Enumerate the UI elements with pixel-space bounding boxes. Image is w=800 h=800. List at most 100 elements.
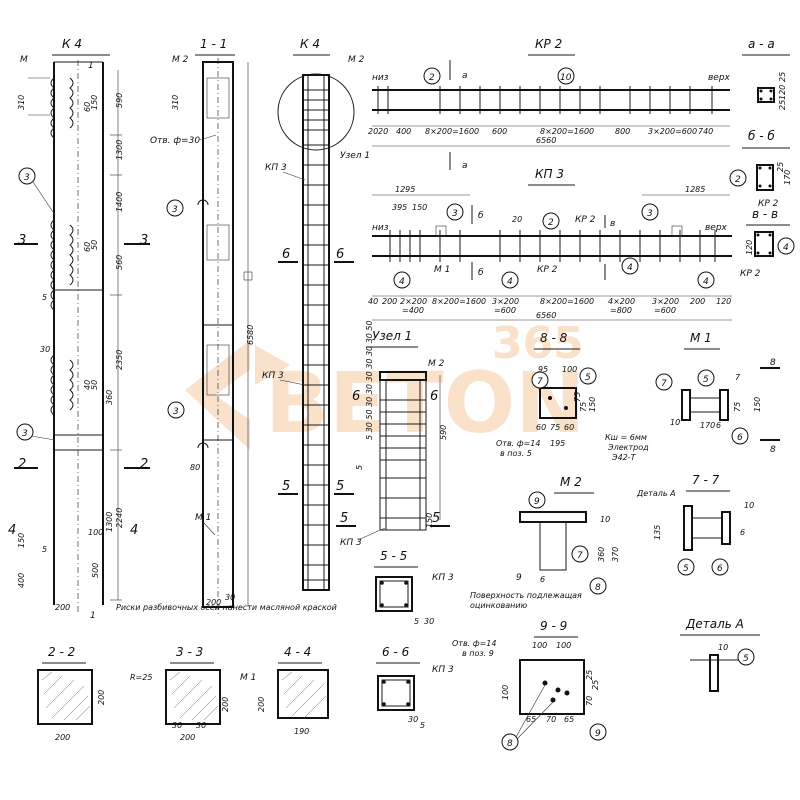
svg-text:2 - 2: 2 - 2 xyxy=(48,645,75,659)
svg-text:3×200: 3×200 xyxy=(492,297,519,306)
svg-text:а - а: а - а xyxy=(748,37,775,51)
svg-text:5: 5 xyxy=(683,564,689,574)
svg-text:200: 200 xyxy=(55,603,70,612)
svg-text:100: 100 xyxy=(556,641,571,650)
svg-text:4: 4 xyxy=(507,277,513,287)
svg-text:б - б: б - б xyxy=(748,129,775,143)
svg-text:в поз. 5: в поз. 5 xyxy=(500,449,532,458)
svg-text:10: 10 xyxy=(718,643,728,652)
svg-text:8×200=1600: 8×200=1600 xyxy=(425,127,479,136)
svg-text:30: 30 xyxy=(172,721,182,730)
svg-text:5: 5 xyxy=(282,479,290,494)
svg-text:360: 360 xyxy=(597,547,606,562)
svg-text:60: 60 xyxy=(536,423,546,432)
svg-text:395: 395 xyxy=(392,203,407,212)
svg-text:Деталь А: Деталь А xyxy=(636,489,676,498)
svg-text:740: 740 xyxy=(698,127,713,136)
callout-3-upper: 3 xyxy=(24,173,30,183)
svg-text:60: 60 xyxy=(83,242,92,252)
svg-text:8 - 8: 8 - 8 xyxy=(540,331,568,345)
svg-text:9: 9 xyxy=(516,573,522,583)
svg-text:100: 100 xyxy=(501,685,510,700)
svg-text:8: 8 xyxy=(770,358,776,368)
svg-text:150: 150 xyxy=(412,203,427,212)
section-8-8: 8 - 8 95 100 150 75 75 60 75 60 195 7 5 … xyxy=(496,331,597,458)
svg-text:200: 200 xyxy=(97,690,106,705)
frame-kr2: КР 2 низ верх а а 2 10 20 20 400 8×200=1… xyxy=(368,37,731,171)
svg-text:5: 5 xyxy=(42,293,47,302)
svg-text:150: 150 xyxy=(753,397,762,412)
svg-text:6: 6 xyxy=(336,247,344,262)
svg-text:4: 4 xyxy=(399,277,405,287)
svg-text:7: 7 xyxy=(577,551,583,561)
svg-text:50: 50 xyxy=(90,380,99,390)
column-k4-left: К 4 590 1300 1400 560 2350 2240 360 1300 xyxy=(8,37,150,621)
svg-text:3: 3 xyxy=(173,407,179,417)
svg-text:6: 6 xyxy=(737,433,743,443)
svg-text:560: 560 xyxy=(115,255,124,270)
svg-text:Деталь А: Деталь А xyxy=(685,617,744,631)
svg-text:2240: 2240 xyxy=(115,508,124,528)
svg-text:2: 2 xyxy=(18,457,26,472)
svg-text:20: 20 xyxy=(368,127,378,136)
svg-text:3×200=600: 3×200=600 xyxy=(648,127,697,136)
svg-text:8×200=1600: 8×200=1600 xyxy=(432,297,486,306)
svg-text:5: 5 xyxy=(432,511,440,526)
svg-text:9 - 9: 9 - 9 xyxy=(540,619,567,633)
svg-text:10: 10 xyxy=(600,515,610,524)
svg-text:в: в xyxy=(610,219,615,229)
svg-text:верх: верх xyxy=(708,73,731,83)
svg-text:200: 200 xyxy=(180,733,195,742)
svg-text:5: 5 xyxy=(743,654,749,664)
callout-3-lower: 3 xyxy=(22,429,28,439)
svg-text:5: 5 xyxy=(340,511,348,526)
svg-text:100: 100 xyxy=(562,365,577,374)
svg-text:200: 200 xyxy=(55,733,70,742)
detail-a: Деталь А 10 5 xyxy=(680,617,760,692)
svg-text:7: 7 xyxy=(661,379,667,389)
svg-text:4 - 4: 4 - 4 xyxy=(284,645,311,659)
svg-text:КП 3: КП 3 xyxy=(262,371,284,381)
svg-text:1300: 1300 xyxy=(115,140,124,160)
svg-text:4×200: 4×200 xyxy=(608,297,635,306)
svg-text:500: 500 xyxy=(91,563,100,578)
svg-text:60: 60 xyxy=(564,423,574,432)
svg-text:М 2: М 2 xyxy=(560,475,582,489)
svg-text:оцинкованию: оцинкованию xyxy=(470,601,528,610)
svg-text:Поверхность подлежащая: Поверхность подлежащая xyxy=(470,591,582,600)
svg-text:2: 2 xyxy=(140,457,148,472)
svg-text:360: 360 xyxy=(105,390,114,405)
svg-text:150: 150 xyxy=(425,513,434,528)
svg-text:КР 2: КР 2 xyxy=(575,215,596,225)
stirrups xyxy=(303,89,329,581)
svg-text:5: 5 xyxy=(42,545,47,554)
svg-text:30: 30 xyxy=(424,617,434,626)
svg-text:=800: =800 xyxy=(610,306,632,315)
svg-text:590: 590 xyxy=(439,425,448,440)
svg-text:5: 5 xyxy=(336,479,344,494)
svg-text:8: 8 xyxy=(770,445,776,455)
svg-text:КР 2: КР 2 xyxy=(758,199,779,209)
svg-text:200: 200 xyxy=(206,598,221,607)
svg-text:1295: 1295 xyxy=(395,185,415,194)
svg-text:25: 25 xyxy=(585,670,594,680)
embedded-part-m2: М 2 9 7 8 10 360 370 9 6 Поверхность под… xyxy=(470,475,620,610)
svg-text:150: 150 xyxy=(17,533,26,548)
section-9-9: 9 - 9 Отв. ф=14 в поз. 9 100 100 100 25 … xyxy=(452,619,607,751)
svg-text:6560: 6560 xyxy=(536,311,556,320)
svg-text:150: 150 xyxy=(90,95,99,110)
svg-text:3: 3 xyxy=(647,209,653,219)
svg-text:30: 30 xyxy=(40,345,50,354)
svg-text:8: 8 xyxy=(595,583,601,593)
svg-text:40: 40 xyxy=(368,297,378,306)
svg-text:Э42-Т: Э42-Т xyxy=(611,453,637,462)
svg-text:Узел 1: Узел 1 xyxy=(372,329,412,343)
svg-text:КП 3: КП 3 xyxy=(432,573,454,583)
svg-text:80: 80 xyxy=(190,463,200,472)
section-1-1: 1 - 1 6580 М 2 310 Отв. ф=30 М 1 80 200 … xyxy=(116,37,337,615)
svg-text:КР 2: КР 2 xyxy=(535,37,562,51)
svg-text:2×200: 2×200 xyxy=(400,297,427,306)
svg-text:4: 4 xyxy=(703,277,709,287)
svg-text:20: 20 xyxy=(512,215,522,224)
svg-text:3: 3 xyxy=(18,233,26,248)
